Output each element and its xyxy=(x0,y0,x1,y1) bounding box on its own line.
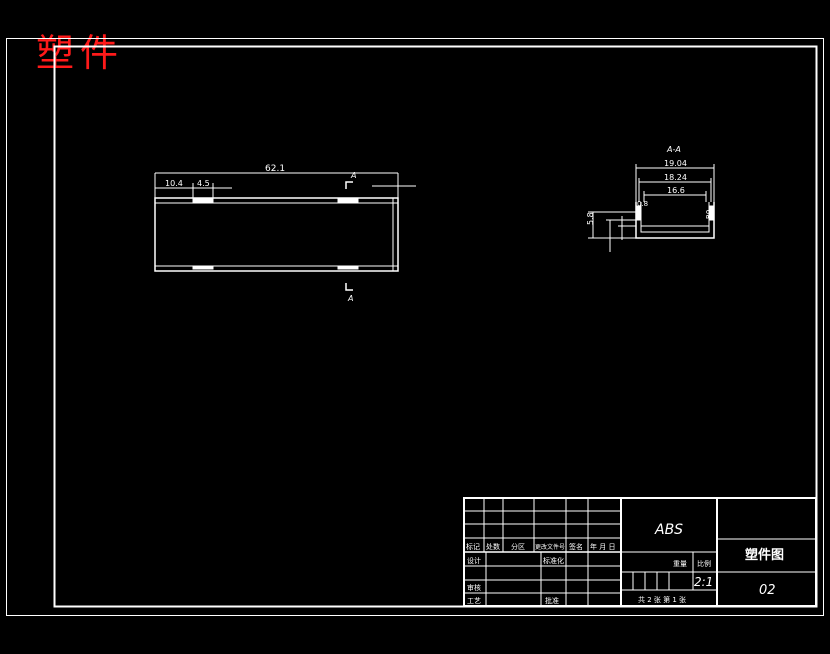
inner-frame xyxy=(53,45,818,608)
scale-value: 2:1 xyxy=(694,575,713,589)
section-dim-2: 18.24 xyxy=(664,173,687,182)
front-section-mark-top: A xyxy=(350,171,356,180)
section-dim-small: 0.8 xyxy=(637,200,648,208)
label-mark: 标记 xyxy=(466,542,480,551)
label-change-doc: 更改文件号 xyxy=(535,543,565,551)
drawing-number: 02 xyxy=(759,583,776,598)
section-dim-height: 5.8 xyxy=(586,212,595,225)
label-zone: 分区 xyxy=(511,542,525,551)
sheet-count: 共 2 张 第 1 张 xyxy=(638,595,686,604)
label-process: 工艺 xyxy=(467,597,481,605)
front-dim-overall: 62.1 xyxy=(265,164,285,174)
title-block xyxy=(463,497,817,607)
label-review: 审核 xyxy=(467,583,481,592)
section-dim-1: 19.04 xyxy=(664,159,687,168)
section-view xyxy=(588,164,715,252)
label-standardize: 标准化 xyxy=(543,556,564,565)
front-section-mark-bottom: A xyxy=(347,294,353,303)
label-approve: 批准 xyxy=(545,596,559,605)
section-dim-3: 16.6 xyxy=(667,186,685,195)
material-value: ABS xyxy=(654,522,683,538)
label-weight: 重量 xyxy=(673,560,687,568)
label-count: 处数 xyxy=(486,542,500,551)
outer-frame xyxy=(6,38,824,616)
label-signature: 签名 xyxy=(569,542,583,551)
section-title: A-A xyxy=(666,145,681,154)
label-design: 设计 xyxy=(467,556,481,565)
front-dim-left: 10.4 xyxy=(165,179,183,188)
stamp-text: 塑件 xyxy=(36,31,125,75)
section-dim-right: R0 xyxy=(705,210,713,219)
front-dim-slot: 4.5 xyxy=(197,179,210,188)
drawing-name: 塑件图 xyxy=(745,547,784,563)
label-date: 年 月 日 xyxy=(590,542,615,551)
front-view xyxy=(154,172,416,291)
label-scale: 比例 xyxy=(697,559,711,568)
